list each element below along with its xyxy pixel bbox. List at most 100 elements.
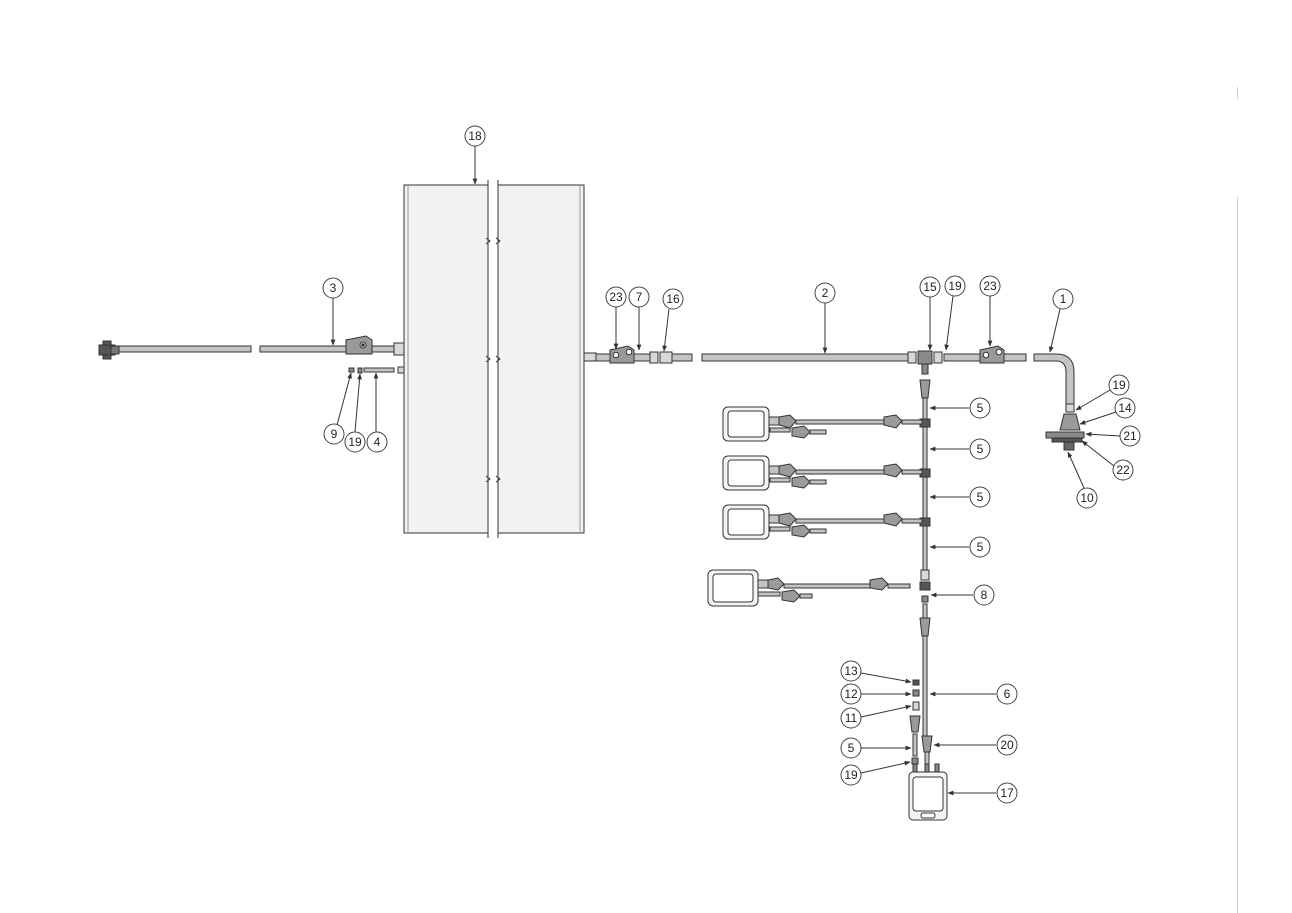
left-pipe-segment-3: [371, 345, 395, 353]
callout-2: 2: [814, 282, 836, 304]
svg-text:20: 20: [1000, 738, 1014, 752]
bag-branch-2: [722, 455, 923, 491]
callout-14: 14: [1114, 397, 1136, 419]
page-edge-line-bottom: [1237, 197, 1238, 913]
callout-21: 21: [1119, 425, 1141, 447]
page-edge-line-top: [1237, 87, 1238, 99]
callout-23-right: 23: [979, 275, 1001, 297]
callout-22: 22: [1112, 459, 1134, 481]
svg-text:16: 16: [666, 292, 680, 306]
svg-text:22: 22: [1116, 463, 1130, 477]
callout-9: 9: [323, 423, 345, 445]
bag-branch-3: [722, 504, 923, 540]
end-valve: [98, 340, 120, 360]
valve-small-branch: [909, 715, 921, 733]
callout-8: 8: [973, 584, 995, 606]
callouts: 18 3 23 7 16 2 15 19 23 1 19 14 21 22 10…: [322, 125, 1141, 804]
svg-text:3: 3: [330, 281, 337, 295]
fitting-16: [659, 351, 673, 364]
pipe-segment-6: [922, 635, 928, 737]
left-pipe-segment-2: [259, 345, 347, 353]
bag-branch-1: [722, 406, 923, 442]
svg-text:11: 11: [845, 711, 858, 725]
elbow-pipe-1: [1033, 353, 1075, 405]
left-pipe-segment-1: [118, 345, 252, 353]
fitting-19-small: [911, 757, 919, 765]
svg-text:5: 5: [977, 442, 984, 456]
callout-3: 3: [322, 277, 344, 299]
svg-text:5: 5: [977, 401, 984, 415]
svg-text:5: 5: [848, 741, 855, 755]
leader-lines: [330, 146, 1121, 796]
callout-19-drain: 19: [1108, 374, 1130, 396]
svg-text:15: 15: [923, 280, 937, 294]
callout-19-top: 19: [944, 275, 966, 297]
svg-text:18: 18: [468, 129, 482, 143]
tee-fitting-15: [907, 350, 943, 365]
svg-text:2: 2: [822, 286, 829, 300]
manifold-valve-top: [919, 379, 931, 399]
svg-text:19: 19: [948, 279, 962, 293]
callout-16: 16: [662, 288, 684, 310]
callout-10: 10: [1076, 487, 1098, 509]
fitting-11: [912, 701, 920, 711]
svg-text:9: 9: [331, 427, 338, 441]
small-part-4: [363, 367, 395, 373]
svg-text:23: 23: [609, 290, 623, 304]
bag-branch-4: [707, 569, 911, 607]
pipe-clamp-23a: [609, 345, 635, 364]
callout-6: 6: [996, 683, 1018, 705]
svg-text:17: 17: [1000, 786, 1014, 800]
svg-text:1: 1: [1060, 292, 1067, 306]
callout-19-bottom: 19: [840, 764, 862, 786]
callout-18: 18: [464, 125, 486, 147]
center-panel: [403, 180, 585, 538]
callout-7: 7: [628, 286, 650, 308]
callout-4: 4: [366, 431, 388, 453]
manifold-tee-4: [919, 581, 931, 591]
drain-assembly: [1045, 403, 1085, 451]
callout-23-left: 23: [605, 286, 627, 308]
callout-20: 20: [996, 734, 1018, 756]
svg-text:10: 10: [1080, 491, 1094, 505]
small-part-connector: [397, 366, 405, 374]
svg-text:7: 7: [636, 290, 643, 304]
manifold-valve-bottom: [919, 617, 931, 637]
panel-break-gap: [488, 180, 498, 538]
fitting-13: [912, 679, 920, 686]
callout-5-a: 5: [969, 397, 991, 419]
callout-5-d: 5: [969, 536, 991, 558]
fitting-7: [649, 351, 659, 364]
valve-20: [921, 735, 933, 753]
callout-13: 13: [840, 660, 862, 682]
fitting-12: [912, 689, 920, 697]
callout-19-left: 19: [344, 431, 366, 453]
left-pipe-coupler: [393, 342, 405, 356]
callout-5-e: 5: [840, 737, 862, 759]
pipe-clamp-23b: [979, 345, 1005, 364]
svg-text:19: 19: [348, 435, 362, 449]
svg-text:19: 19: [844, 768, 858, 782]
svg-text:14: 14: [1118, 401, 1132, 415]
callout-11: 11: [840, 707, 862, 729]
svg-text:21: 21: [1123, 429, 1137, 443]
svg-text:5: 5: [977, 540, 984, 554]
vertical-manifold: [909, 363, 933, 767]
callout-17: 17: [996, 782, 1018, 804]
callout-5-b: 5: [969, 438, 991, 460]
svg-text:8: 8: [981, 588, 988, 602]
svg-text:19: 19: [1112, 378, 1126, 392]
callout-1: 1: [1052, 288, 1074, 310]
svg-text:13: 13: [844, 664, 858, 678]
bag-17: [908, 763, 948, 821]
left-pipe-assembly: [98, 335, 405, 374]
svg-text:6: 6: [1004, 687, 1011, 701]
callout-5-c: 5: [969, 486, 991, 508]
callout-15: 15: [919, 276, 941, 298]
pipe-segment-2: [701, 353, 909, 362]
svg-text:12: 12: [844, 687, 858, 701]
callout-12: 12: [840, 683, 862, 705]
main-horizontal-pipe: [583, 345, 1085, 451]
pipe-clamp-left: [345, 335, 373, 355]
